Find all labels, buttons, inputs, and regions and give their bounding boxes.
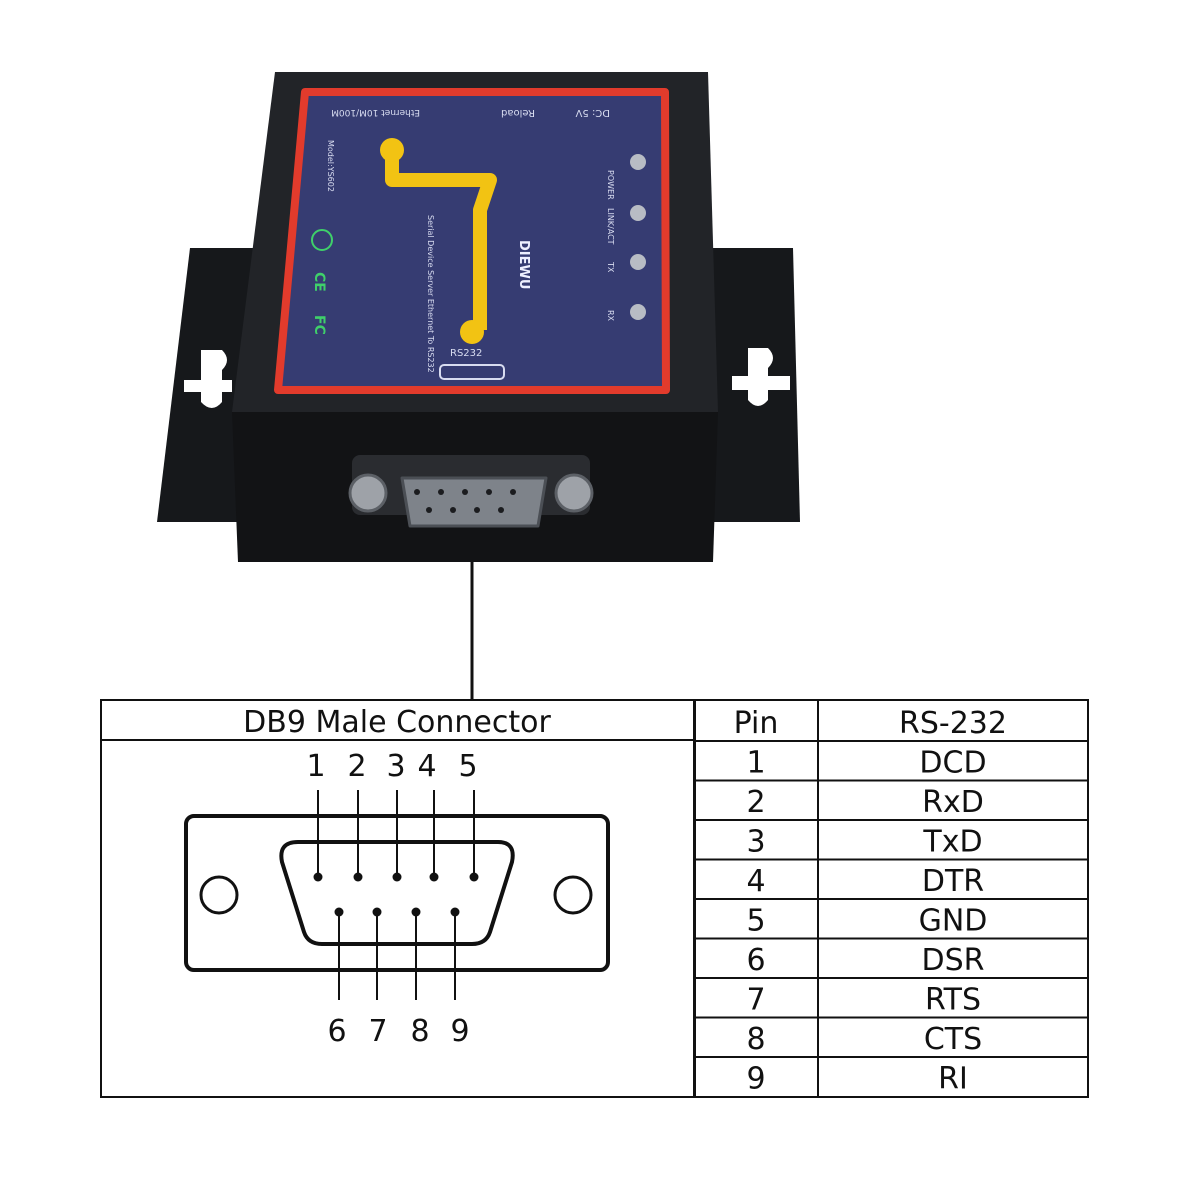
table-cell-pin: 6 <box>746 943 765 978</box>
table-cell-signal: RxD <box>922 785 984 820</box>
bottom-pin-number: 9 <box>450 1014 469 1049</box>
connector-pin <box>372 907 382 917</box>
right-mount-hole <box>553 875 593 915</box>
rohs-icon <box>311 229 333 251</box>
fc-mark: FC <box>311 315 327 335</box>
status-led <box>630 254 646 270</box>
port-pin <box>438 489 444 495</box>
ethernet-label: Ethernet 10M/100M <box>331 107 420 117</box>
table-cell-pin: 4 <box>746 864 765 899</box>
status-leds <box>630 154 646 320</box>
table-cell-signal: CTS <box>924 1022 982 1057</box>
port-pin <box>450 507 456 513</box>
port-pin <box>498 507 504 513</box>
table-cell-signal: RTS <box>925 983 981 1018</box>
port-pin <box>486 489 492 495</box>
link-label: LINK/ACT <box>606 208 615 245</box>
port-pin <box>510 489 516 495</box>
rx-label: RX <box>606 310 615 322</box>
pin-header: Pin <box>734 706 779 741</box>
rs232-port-label: RS232 <box>450 348 482 359</box>
connector-pin <box>334 907 344 917</box>
connector-pin <box>392 872 402 882</box>
table-cell-pin: 8 <box>746 1022 765 1057</box>
port-pin <box>414 489 420 495</box>
product-label: Serial Device Server Ethernet To RS232 <box>426 215 435 373</box>
serial-device-server: DC: 5V Reload Ethernet 10M/100M POWER LI… <box>157 72 800 562</box>
right-screw-nut <box>554 473 594 513</box>
top-pin-number: 5 <box>458 749 477 784</box>
table-cell-pin: 5 <box>746 904 765 939</box>
table-cell-signal: TxD <box>922 825 982 860</box>
label-panel <box>274 88 670 394</box>
table-cell-signal: DTR <box>922 864 984 899</box>
ce-mark: CE <box>311 272 327 292</box>
bottom-pin-number: 8 <box>410 1014 429 1049</box>
left-screw-nut <box>348 473 388 513</box>
status-led <box>630 205 646 221</box>
top-pin-number: 3 <box>386 749 405 784</box>
table-cell-pin: 9 <box>746 1062 765 1097</box>
signal-header: RS-232 <box>899 706 1007 741</box>
table-cell-signal: DSR <box>922 943 985 978</box>
table-cell-pin: 2 <box>746 785 765 820</box>
bottom-pin-number: 7 <box>368 1014 387 1049</box>
connector-pin <box>429 872 439 882</box>
connector-pin <box>411 907 421 917</box>
top-pin-number: 2 <box>347 749 366 784</box>
pin-table: Pin RS-232 1 DCD 2 RxD 3 TxD 4 DTR 5 GND 6 DSR 7 RTS 8… <box>694 699 1089 1098</box>
rs232-port-outline <box>439 364 505 380</box>
tx-label: TX <box>606 261 615 273</box>
top-pin-number: 1 <box>306 749 325 784</box>
dc-label: DC: 5V <box>575 107 610 118</box>
table-cell-pin: 1 <box>746 746 765 781</box>
db9-d-shell <box>279 840 515 946</box>
trace-end-bottom <box>460 320 484 344</box>
right-mount-slot <box>732 348 790 406</box>
table-cell-signal: RI <box>938 1062 968 1097</box>
power-label: POWER <box>606 170 615 200</box>
port-pin <box>426 507 432 513</box>
connector-pin <box>353 872 363 882</box>
connector-title: DB9 Male Connector <box>243 705 551 740</box>
left-mount-hole <box>199 875 239 915</box>
status-led <box>630 154 646 170</box>
reload-label: Reload <box>501 107 535 118</box>
ethernet-trace <box>385 150 497 330</box>
table-cell-signal: GND <box>919 904 988 939</box>
table-cell-pin: 3 <box>746 825 765 860</box>
top-pin-number: 4 <box>417 749 436 784</box>
status-led <box>630 304 646 320</box>
brand-label: DIEWU <box>516 240 531 289</box>
connector-pin <box>313 872 323 882</box>
db9-port-pins <box>414 489 516 513</box>
table-cell-pin: 7 <box>746 983 765 1018</box>
model-label: Model:YS602 <box>326 140 335 192</box>
connector-pin <box>450 907 460 917</box>
trace-end-top <box>380 138 404 162</box>
bottom-pin-number: 6 <box>327 1014 346 1049</box>
left-mount-slot <box>184 350 232 408</box>
db9-port-shell <box>400 476 548 528</box>
port-pin <box>462 489 468 495</box>
table-cell-signal: DCD <box>919 746 986 781</box>
port-pin <box>474 507 480 513</box>
connector-pin <box>469 872 479 882</box>
